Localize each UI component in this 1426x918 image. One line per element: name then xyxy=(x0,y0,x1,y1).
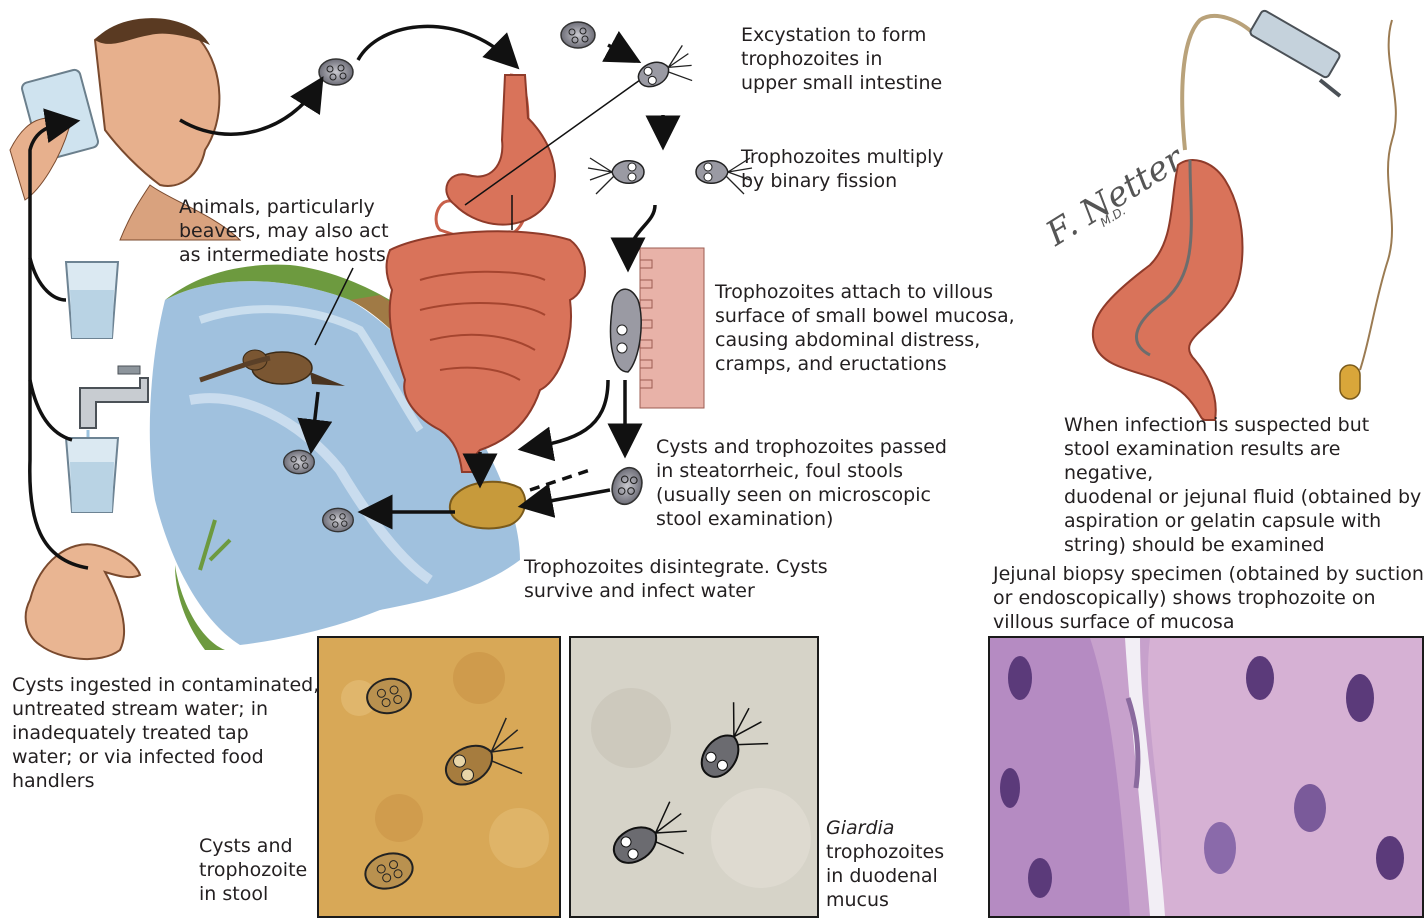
cyst-1 xyxy=(319,59,353,85)
water-glass xyxy=(66,262,118,338)
tap-and-glass xyxy=(66,366,148,512)
aspiration-tube-figure xyxy=(1093,9,1396,420)
biopsy-panel-art xyxy=(990,638,1422,916)
mucus-panel-art xyxy=(571,638,817,916)
label-stool-caption: Cysts and trophozoite in stool xyxy=(199,834,307,906)
trophozoite-excystation xyxy=(633,45,699,101)
label-mucus-caption-genus: Giardia xyxy=(826,816,894,840)
cyst-5 xyxy=(607,464,647,509)
mucus-panel xyxy=(569,636,819,918)
hand-figure xyxy=(26,544,140,659)
biopsy-panel xyxy=(988,636,1424,918)
cyst-2 xyxy=(561,22,595,48)
cyst-3 xyxy=(284,450,315,473)
label-suspected: When infection is suspected but stool ex… xyxy=(1064,413,1426,557)
label-multiply: Trophozoites multiply by binary fission xyxy=(741,145,944,193)
label-animals: Animals, particularly beavers, may also … xyxy=(179,195,389,267)
label-biopsy: Jejunal biopsy specimen (obtained by suc… xyxy=(993,562,1424,634)
label-passed: Cysts and trophozoites passed in steator… xyxy=(656,435,947,531)
label-ingested: Cysts ingested in contaminated, untreate… xyxy=(12,673,319,793)
label-disintegrate: Trophozoites disintegrate. Cysts survive… xyxy=(524,555,828,603)
stool-panel-art xyxy=(319,638,559,916)
stool-panel xyxy=(317,636,561,918)
trophozoite-fission-a xyxy=(588,158,644,194)
stool-mass xyxy=(450,482,525,529)
cyst-4 xyxy=(323,508,354,531)
label-excystation: Excystation to form trophozoites in uppe… xyxy=(741,23,942,95)
label-mucus-caption: trophozoites in duodenal mucus xyxy=(826,840,944,912)
label-attach: Trophozoites attach to villous surface o… xyxy=(715,280,1015,376)
